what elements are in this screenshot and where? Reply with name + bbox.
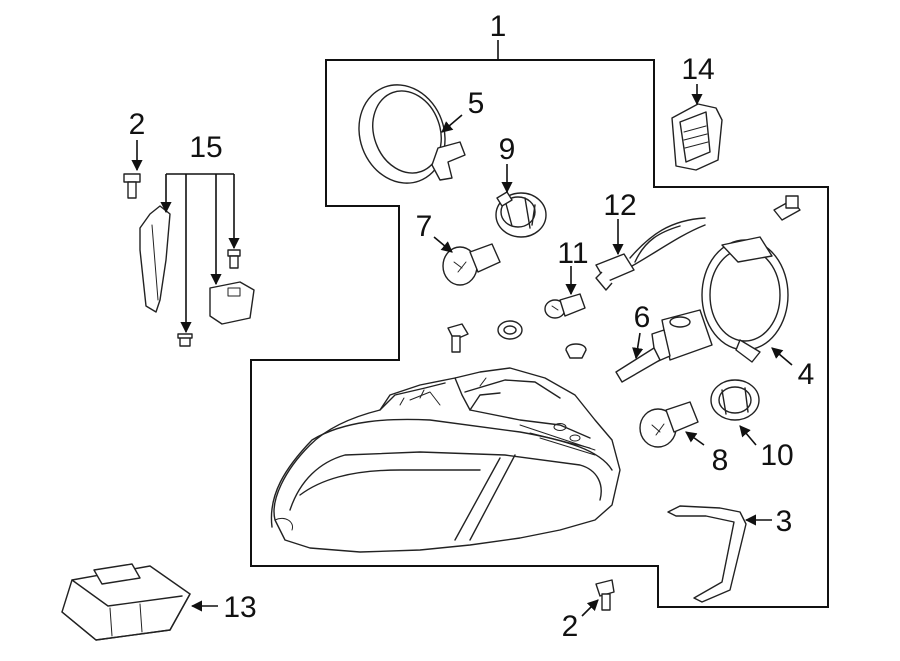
assembly-boundary [250,59,829,608]
screw-2-upper [123,173,141,199]
bulb-socket-9 [495,191,547,238]
wedge-bulb-11 [544,293,586,319]
callout-3: 3 [776,505,793,538]
bulb-socket-10 [710,379,760,421]
grommet-fasteners [447,320,587,359]
wiring-harness-12 [595,217,706,291]
callout-4: 4 [798,358,815,391]
callout-5: 5 [468,87,485,120]
bulb-8 [639,401,699,448]
mounting-bracket-15 [139,205,255,325]
callout-14: 14 [681,53,714,86]
callout-12: 12 [603,189,636,222]
callout-2-upper: 2 [129,108,146,141]
callout-2-lower: 2 [562,610,579,643]
ballast-module-13 [61,563,191,641]
callout-1: 1 [490,10,507,43]
callout-15: 15 [189,131,222,164]
connector-14 [671,103,723,171]
screw-15a [177,333,193,347]
callout-11: 11 [557,237,588,270]
screw-15b [227,249,241,269]
callout-9: 9 [499,133,516,166]
bulb-7 [442,243,501,286]
callout-7: 7 [416,210,433,243]
socket-cover [358,84,466,184]
trim-strip-3 [667,505,747,603]
callout-13: 13 [223,591,256,624]
headlamp-housing [270,367,621,553]
screw-2-lower [595,579,615,611]
leader-lines [131,40,793,617]
hid-bulb-6 [615,309,713,383]
retaining-ring-4 [701,236,789,363]
callout-6: 6 [634,301,651,334]
screw-top-right [773,195,801,221]
callout-10: 10 [760,439,793,472]
callout-8: 8 [712,444,729,477]
